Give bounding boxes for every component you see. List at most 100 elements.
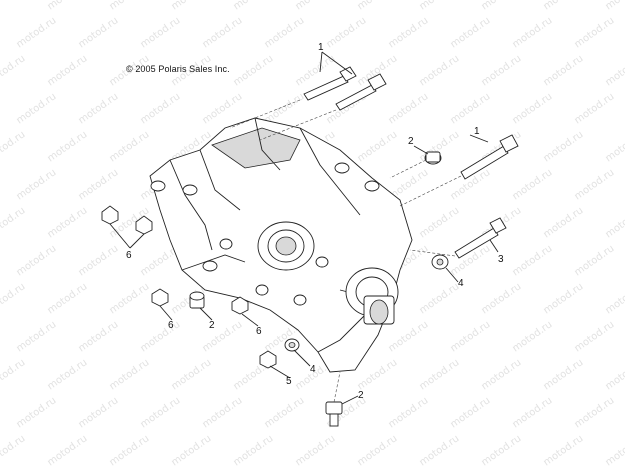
watermark-text: motod.ru [604,281,625,316]
watermark-text: motod.ru [201,395,245,430]
watermark-text: motod.ru [511,91,555,126]
watermark-text: motod.ru [511,395,555,430]
watermark-text: motod.ru [418,0,462,12]
watermark-text: motod.ru [46,0,90,12]
watermark-text: motod.ru [139,91,183,126]
callout-4-lower: 4 [310,364,316,375]
watermark-text: motod.ru [201,319,245,354]
watermark-text: motod.ru [294,433,338,468]
bolt-1c [460,134,519,180]
watermark-text: motod.ru [0,357,27,392]
watermark-text: motod.ru [0,129,27,164]
watermark-text: motod.ru [263,395,307,430]
bolt-2-middle [189,291,205,309]
watermark-text: motod.ru [325,15,369,50]
callout-1-right: 1 [474,126,480,137]
watermark-text: motod.ru [46,129,90,164]
nut-6c [151,288,169,307]
watermark-text: motod.ru [77,167,121,202]
copyright-text: © 2005 Polaris Sales Inc. [126,64,230,74]
watermark-text: motod.ru [604,53,625,88]
watermark-text: motod.ru [542,53,586,88]
callout-2-top: 2 [408,136,414,147]
watermark-text: motod.ru [418,433,462,468]
watermark-text: motod.ru [511,243,555,278]
watermark-text: motod.ru [77,319,121,354]
watermark-text: motod.ru [418,357,462,392]
callout-labels: 1 1 2 2 2 3 4 4 5 6 6 6 [126,42,504,401]
watermark-text: motod.ru [387,395,431,430]
watermark-text: motod.ru [356,129,400,164]
watermark-text: motod.ru [0,53,27,88]
watermark-text: motod.ru [0,0,27,12]
watermark-text: motod.ru [77,15,121,50]
watermark-text: motod.ru [139,15,183,50]
watermark-text: motod.ru [46,357,90,392]
watermark-text: motod.ru [418,53,462,88]
watermark-text: motod.ru [604,205,625,240]
watermark-text: motod.ru [232,433,276,468]
watermark-text: motod.ru [480,281,524,316]
watermark-text: motod.ru [170,357,214,392]
watermark-text: motod.ru [201,15,245,50]
watermark-text: motod.ru [77,243,121,278]
callout-3: 3 [498,254,504,265]
watermark-text: motod.ru [15,91,59,126]
watermark-text: motod.ru [15,15,59,50]
watermark-text: motod.ru [604,129,625,164]
callout-1-top: 1 [318,42,324,53]
watermark-text: motod.ru [46,433,90,468]
watermark-text: motod.ru [387,15,431,50]
watermark-text: motod.ru [542,433,586,468]
watermark-text: motod.ru [480,357,524,392]
watermark-text: motod.ru [232,0,276,12]
watermark-text: motod.ru [449,319,493,354]
watermark-text: motod.ru [480,0,524,12]
watermark-text: motod.ru [418,281,462,316]
watermark-text: motod.ru [573,15,617,50]
watermark-text: motod.ru [573,91,617,126]
nut-5 [259,350,277,369]
watermark-text: motod.ru [387,319,431,354]
watermark-text: motod.ru [604,357,625,392]
watermark-text: motod.ru [0,205,27,240]
washer-4a [431,254,449,270]
watermark-text: motod.ru [139,395,183,430]
nut-6d [231,296,249,315]
washer-4b [284,338,300,352]
gearcase-housing [149,117,413,373]
leader-lines [109,51,499,405]
watermark-text: motod.ru [542,205,586,240]
watermark-text: motod.ru [15,395,59,430]
watermark-text: motod.ru [511,319,555,354]
watermark-text: motod.ru [232,53,276,88]
watermark-text: motod.ru [356,0,400,12]
watermark-text: motod.ru [15,167,59,202]
watermark-text: motod.ru [387,91,431,126]
watermark-text: motod.ru [201,91,245,126]
callout-5: 5 [286,376,292,387]
watermark-text: motod.ru [449,15,493,50]
bolt-3 [454,217,507,259]
watermark-text: motod.ru [480,53,524,88]
watermark-text: motod.ru [511,15,555,50]
watermark-text: motod.ru [15,319,59,354]
watermark-text: motod.ru [46,53,90,88]
watermark-text: motod.ru [46,205,90,240]
nut-6b [135,215,153,235]
watermark-text: motod.ru [170,0,214,12]
callout-2-bottom: 2 [358,390,364,401]
watermark-text: motod.ru [46,281,90,316]
watermark-text: motod.ru [0,433,27,468]
watermark-text: motod.ru [356,433,400,468]
watermark-text: motod.ru [542,129,586,164]
watermark-text: motod.ru [573,167,617,202]
watermark-text: motod.ru [294,0,338,12]
watermark-text: motod.ru [480,433,524,468]
bolt-2-upper [424,151,442,165]
callout-2-middle: 2 [209,320,215,331]
watermark-text: motod.ru [108,281,152,316]
watermark-text: motod.ru [263,15,307,50]
